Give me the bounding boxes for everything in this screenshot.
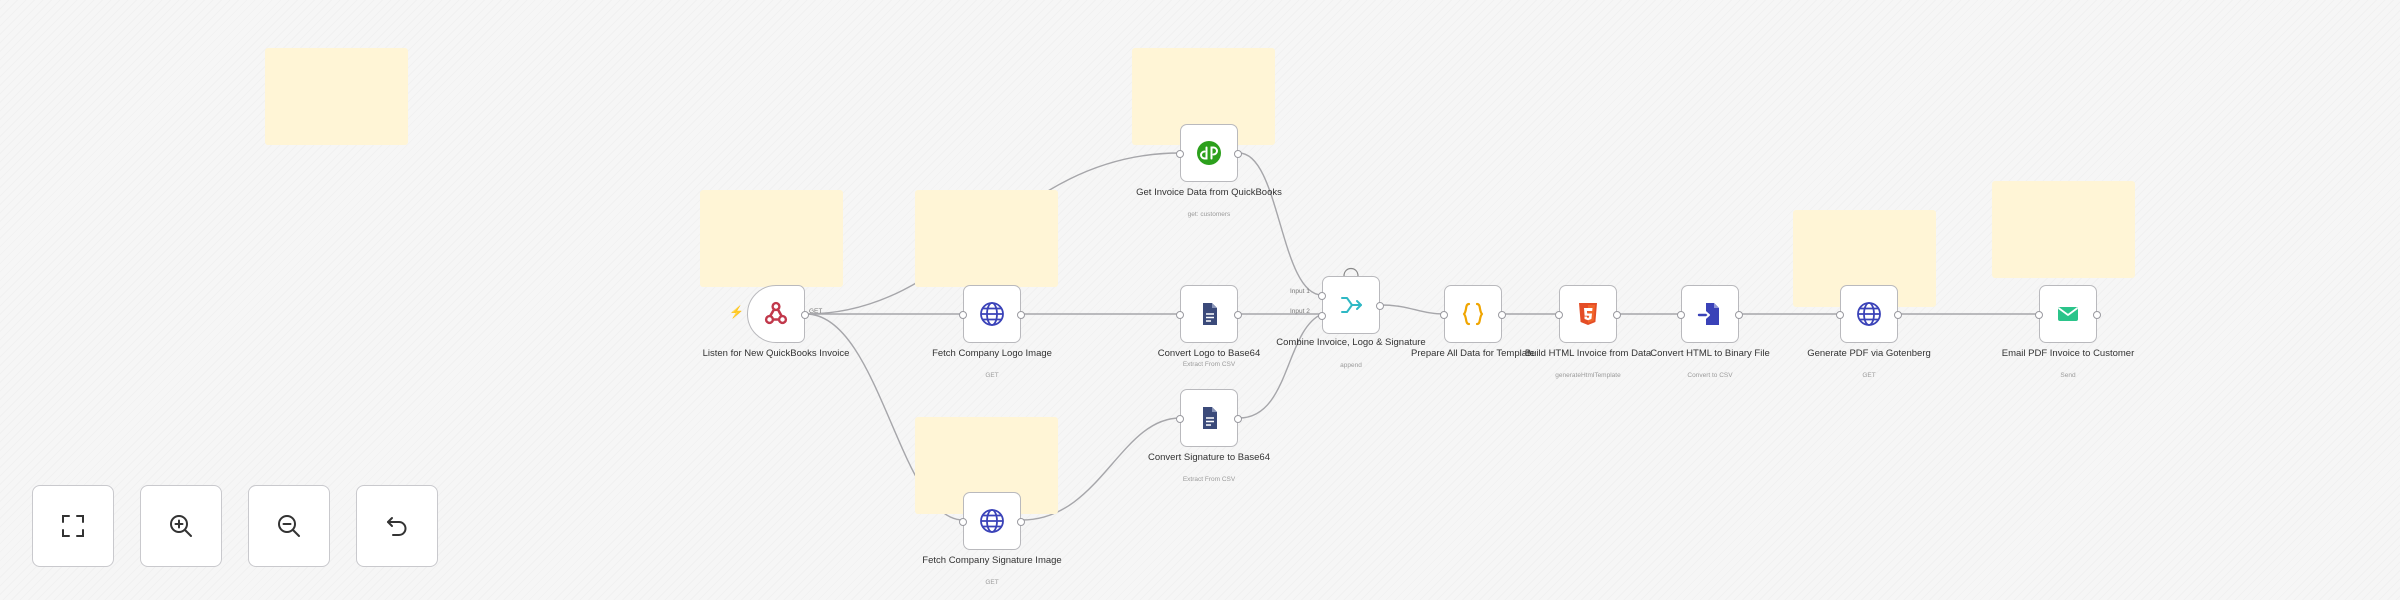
node-label: Convert Logo to Base64	[1157, 348, 1261, 359]
connection-get-invoice-to-combine	[1238, 152, 1323, 296]
globe-icon	[1857, 302, 1881, 326]
input-port-label: Input 2	[1290, 308, 1310, 315]
node-label: Email PDF Invoice to Customer	[2001, 348, 2135, 359]
fit-view-icon	[62, 515, 84, 537]
node-subtitle: GET	[1862, 372, 1876, 379]
node-convert-logo-base64[interactable]	[1176, 285, 1242, 343]
node-prepare-data[interactable]	[1440, 285, 1506, 343]
node-label: Fetch Company Logo Image	[932, 348, 1052, 359]
node-subtitle: Convert to CSV	[1687, 372, 1733, 379]
node-fetch-company-signature[interactable]	[959, 492, 1025, 550]
output-port[interactable]	[1234, 150, 1242, 158]
node-subtitle: Extract From CSV	[1182, 361, 1236, 368]
file-arrow-icon	[1697, 303, 1719, 325]
node-combine-merge[interactable]	[1318, 276, 1384, 334]
node-convert-signature-base64[interactable]	[1176, 389, 1242, 447]
input-port[interactable]	[959, 518, 967, 526]
output-port[interactable]	[1234, 311, 1242, 319]
output-port[interactable]	[2093, 311, 2101, 319]
input-port[interactable]	[1440, 311, 1448, 319]
zoom-in-icon	[170, 515, 192, 537]
globe-icon	[980, 509, 1004, 533]
output-port[interactable]	[1376, 302, 1384, 310]
node-label: Fetch Company Signature Image	[922, 555, 1062, 566]
file-convert-icon	[1203, 303, 1217, 325]
node-label: Get Invoice Data from QuickBooks	[1136, 187, 1282, 198]
sticky-note[interactable]	[1992, 181, 2135, 278]
input-port[interactable]	[1176, 415, 1184, 423]
node-generate-pdf[interactable]	[1836, 285, 1902, 343]
input-port[interactable]	[1176, 311, 1184, 319]
input-port[interactable]	[2035, 311, 2043, 319]
node-subtitle: append	[1340, 362, 1362, 369]
sticky-note[interactable]	[700, 190, 843, 287]
mail-icon	[2057, 307, 2079, 321]
merge-icon	[1341, 297, 1362, 313]
node-label: Convert HTML to Binary File	[1650, 348, 1770, 359]
input-port-label: Input 1	[1290, 288, 1310, 295]
node-subtitle: GET	[985, 579, 999, 586]
input-port[interactable]	[1677, 311, 1685, 319]
html5-icon	[1579, 303, 1597, 325]
node-subtitle: get: customers	[1187, 211, 1231, 218]
output-port[interactable]	[1613, 311, 1621, 319]
input-port[interactable]	[1555, 311, 1563, 319]
sticky-note[interactable]	[915, 190, 1058, 287]
webhook-icon	[764, 301, 788, 325]
node-subtitle: GET	[985, 372, 999, 379]
node-label: Prepare All Data for Template	[1411, 348, 1535, 359]
output-port-label: GET	[809, 308, 823, 315]
merge-loop-arrow	[1343, 267, 1359, 277]
output-port[interactable]	[1894, 311, 1902, 319]
quickbooks-icon	[1197, 141, 1221, 165]
output-port[interactable]	[1234, 415, 1242, 423]
node-label: Convert Signature to Base64	[1148, 452, 1270, 463]
input-port[interactable]	[1176, 150, 1184, 158]
node-get-invoice-data[interactable]	[1176, 124, 1242, 182]
output-port[interactable]	[1498, 311, 1506, 319]
code-braces-icon	[1462, 302, 1484, 326]
output-port[interactable]	[1735, 311, 1743, 319]
zoom-out-icon	[278, 515, 300, 537]
connection-combine-to-prepare	[1380, 304, 1445, 315]
input-port[interactable]	[1836, 311, 1844, 319]
zoom-out-button[interactable]	[248, 485, 330, 567]
fit-view-button[interactable]	[32, 485, 114, 567]
node-subtitle: Extract From CSV	[1182, 476, 1236, 483]
undo-button[interactable]	[356, 485, 438, 567]
node-label: Build HTML Invoice from Data	[1524, 348, 1652, 359]
undo-icon	[387, 517, 407, 536]
trigger-bolt-icon: ⚡	[729, 305, 744, 319]
node-subtitle: Send	[2060, 372, 2076, 379]
node-email-pdf[interactable]	[2035, 285, 2101, 343]
node-label: Combine Invoice, Logo & Signature	[1276, 337, 1426, 348]
sticky-note[interactable]	[265, 48, 408, 145]
zoom-in-button[interactable]	[140, 485, 222, 567]
node-listen-for-new-invoice[interactable]	[747, 285, 809, 343]
node-build-html[interactable]	[1555, 285, 1621, 343]
input-port-2[interactable]	[1318, 312, 1326, 320]
node-fetch-company-logo[interactable]	[959, 285, 1025, 343]
output-port[interactable]	[1017, 311, 1025, 319]
file-convert-icon	[1203, 407, 1217, 429]
node-label: Generate PDF via Gotenberg	[1807, 348, 1931, 359]
globe-icon	[980, 302, 1004, 326]
node-label: Listen for New QuickBooks Invoice	[702, 348, 850, 359]
output-port[interactable]	[801, 311, 809, 319]
output-port[interactable]	[1017, 518, 1025, 526]
input-port[interactable]	[959, 311, 967, 319]
node-subtitle: generateHtmlTemplate	[1555, 372, 1621, 379]
node-convert-html-binary[interactable]	[1677, 285, 1743, 343]
input-port-1[interactable]	[1318, 292, 1326, 300]
